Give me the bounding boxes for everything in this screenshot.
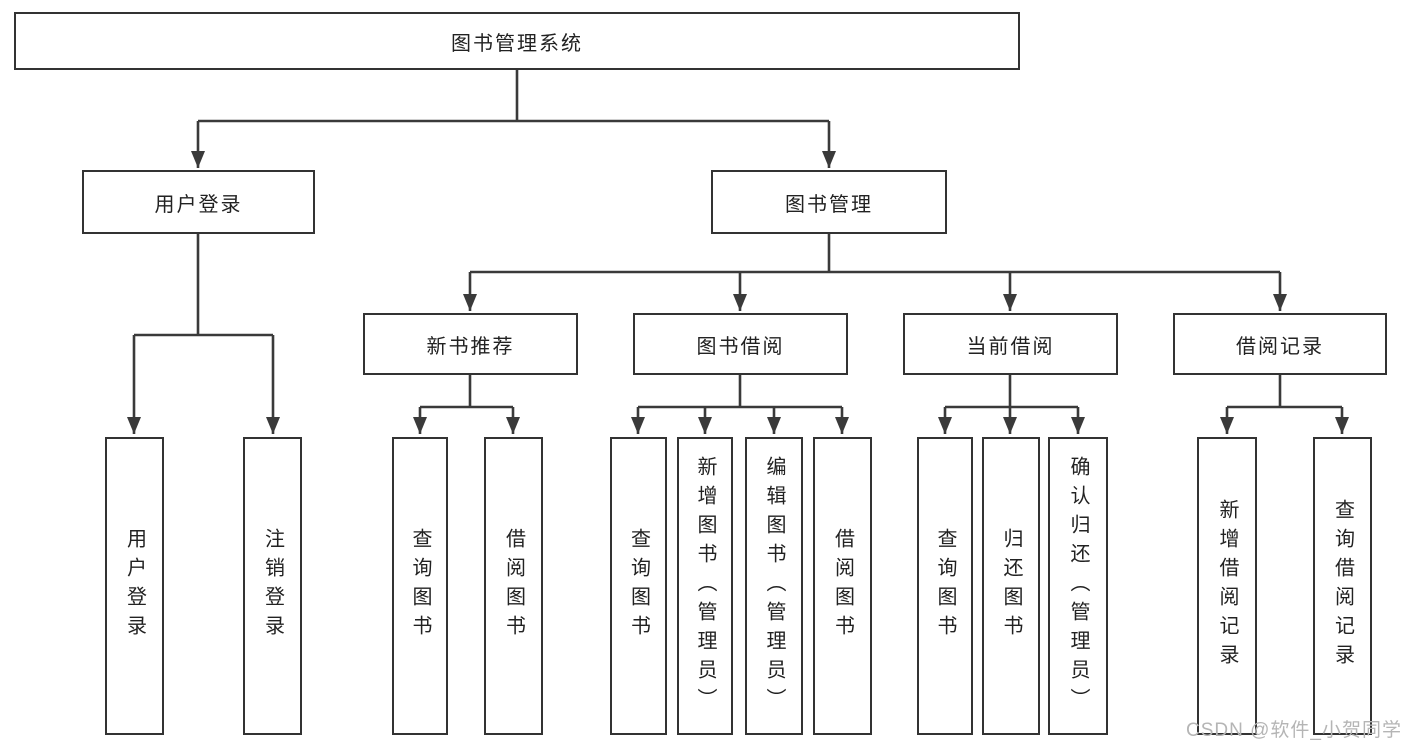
leaf-user-login: 用户登录 [105, 437, 164, 735]
leaf-label: 查询图书 [627, 528, 650, 644]
leaf-edit-books-admin: 编辑图书（管理员） [745, 437, 803, 735]
leaf-add-books-admin: 新增图书（管理员） [677, 437, 733, 735]
leaf-logout: 注销登录 [243, 437, 302, 735]
leaf-label: 查询借阅记录 [1331, 499, 1354, 673]
node-current-borrow: 当前借阅 [903, 313, 1118, 375]
leaf-query-books-recommend: 查询图书 [392, 437, 448, 735]
leaf-label: 新增借阅记录 [1216, 499, 1238, 673]
leaf-query-books-borrow: 查询图书 [610, 437, 667, 735]
leaf-label: 编辑图书（管理员） [763, 455, 785, 717]
watermark: CSDN @软件_小贺同学 [1186, 720, 1402, 741]
connector-current-borrow [938, 375, 1085, 434]
connector-book-management [463, 234, 1287, 311]
connector-user-login [127, 234, 280, 434]
connector-root [191, 70, 836, 168]
node-new-book-recommend: 新书推荐 [363, 313, 578, 375]
leaf-borrow-books-recommend: 借阅图书 [484, 437, 543, 735]
connector-book-borrow [631, 375, 849, 434]
leaf-return-books: 归还图书 [982, 437, 1040, 735]
leaf-label: 借阅图书 [831, 528, 854, 644]
node-root: 图书管理系统 [14, 12, 1020, 70]
leaf-label: 借阅图书 [502, 528, 525, 644]
leaf-borrow-books: 借阅图书 [813, 437, 872, 735]
leaf-add-borrow-record: 新增借阅记录 [1197, 437, 1257, 735]
node-book-borrow: 图书借阅 [633, 313, 848, 375]
leaf-label: 查询图书 [934, 528, 956, 644]
node-book-management: 图书管理 [711, 170, 947, 234]
connector-borrow-record [1220, 375, 1349, 434]
leaf-label: 查询图书 [409, 528, 431, 644]
node-user-login-group: 用户登录 [82, 170, 315, 234]
leaf-label: 新增图书（管理员） [694, 455, 716, 717]
connector-new-book-recommend [413, 375, 520, 434]
leaf-query-borrow-record: 查询借阅记录 [1313, 437, 1372, 735]
leaf-label: 确认归还（管理员） [1067, 455, 1089, 717]
leaf-label: 用户登录 [123, 528, 146, 644]
leaf-confirm-return-admin: 确认归还（管理员） [1048, 437, 1108, 735]
node-borrow-record: 借阅记录 [1173, 313, 1387, 375]
leaf-label: 注销登录 [261, 528, 284, 644]
leaf-query-books-current: 查询图书 [917, 437, 973, 735]
leaf-label: 归还图书 [1000, 528, 1022, 644]
